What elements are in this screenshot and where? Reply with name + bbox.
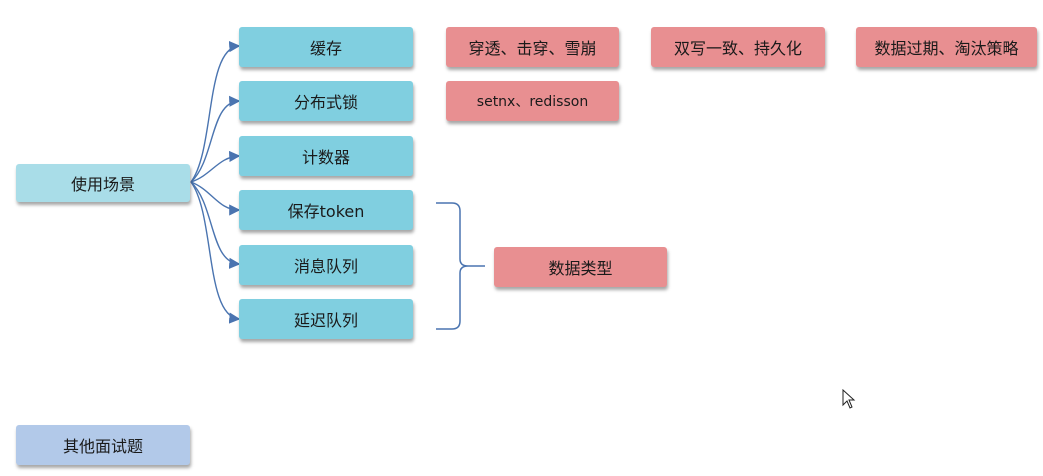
topic-label: 数据类型 (548, 259, 613, 278)
topic-expiration-eviction: 数据过期、淘汰策略 (856, 27, 1037, 67)
edge-to-delay (190, 181, 241, 324)
mouse-cursor-icon (842, 389, 856, 409)
node-delay-queue: 延迟队列 (239, 299, 413, 339)
node-cache: 缓存 (239, 27, 413, 67)
node-save-token: 保存token (239, 190, 413, 230)
topic-label: setnx、redisson (476, 94, 589, 110)
node-counter: 计数器 (239, 136, 413, 176)
other-label: 其他面试题 (62, 437, 143, 456)
other-interview-questions: 其他面试题 (16, 425, 190, 465)
topic-data-types: 数据类型 (494, 247, 667, 287)
topic-setnx-redisson: setnx、redisson (446, 81, 619, 121)
edge-to-token (190, 181, 241, 216)
edge-to-lock (190, 95, 241, 183)
topic-penetration-breakdown-avalanche: 穿透、击穿、雪崩 (446, 27, 619, 67)
topic-label: 穿透、击穿、雪崩 (468, 39, 597, 58)
node-save-token-label: 保存token (287, 202, 365, 221)
node-counter-label: 计数器 (301, 148, 350, 167)
node-delay-queue-label: 延迟队列 (293, 311, 358, 330)
node-distributed-lock: 分布式锁 (239, 81, 413, 121)
edge-to-counter (190, 150, 241, 183)
edge-to-mq (190, 181, 241, 269)
node-cache-label: 缓存 (309, 39, 342, 58)
node-message-queue-label: 消息队列 (293, 257, 358, 276)
topic-label: 数据过期、淘汰策略 (874, 39, 1019, 58)
root-node: 使用场景 (16, 164, 190, 202)
node-message-queue: 消息队列 (239, 245, 413, 285)
topic-label: 双写一致、持久化 (673, 39, 802, 58)
topic-double-write-persistence: 双写一致、持久化 (651, 27, 825, 67)
edge-to-cache (190, 41, 241, 183)
group-brace (436, 202, 485, 330)
root-label: 使用场景 (70, 175, 135, 194)
node-distributed-lock-label: 分布式锁 (293, 93, 358, 112)
